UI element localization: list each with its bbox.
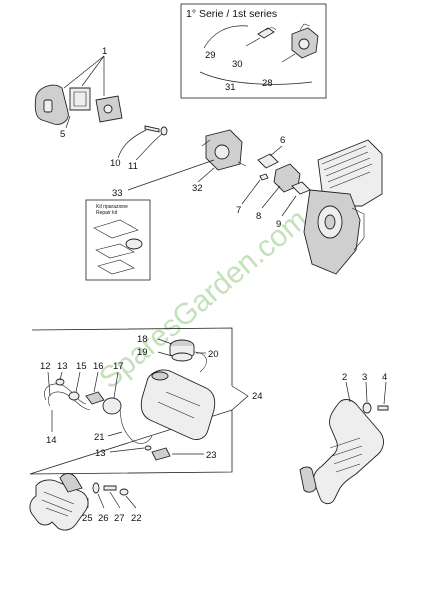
callout-12: 12 xyxy=(40,361,51,372)
part-6-gasket xyxy=(257,153,279,169)
callout-20: 20 xyxy=(208,349,219,360)
callout-31: 31 xyxy=(225,82,236,93)
callout-24: 24 xyxy=(252,391,263,402)
callout-21: 21 xyxy=(94,432,105,443)
part-23-fuel-filter xyxy=(151,447,171,461)
part-21-fuel-line xyxy=(119,403,153,444)
part-4-screw xyxy=(377,405,389,411)
part-16-primer-housing xyxy=(85,391,105,405)
callout-9: 9 xyxy=(276,219,281,230)
carburetor-group: 32 xyxy=(127,129,247,194)
callout-27: 27 xyxy=(114,513,125,524)
part-17-primer-bulb xyxy=(102,397,122,415)
callout-23: 23 xyxy=(206,450,217,461)
engine-cylinder xyxy=(303,139,383,275)
callout-5: 5 xyxy=(60,129,65,140)
callout-16: 16 xyxy=(93,361,104,372)
first-series-box: 1° Serie / 1st series 29 30 28 31 xyxy=(180,3,327,99)
air-filter-group: 1 5 xyxy=(34,46,123,140)
kit-gasket-2 xyxy=(95,243,135,259)
callout-1: 1 xyxy=(102,46,107,57)
callout-22: 22 xyxy=(131,513,142,524)
part-28-carburetor-small xyxy=(291,23,319,59)
callout-29: 29 xyxy=(205,50,216,61)
repair-kit-frame xyxy=(85,199,151,281)
series-label: 1° Serie / 1st series xyxy=(186,8,277,20)
fuel-tank-group: 24 18 19 20 21 13 23 xyxy=(29,327,263,475)
callout-3: 3 xyxy=(362,372,367,383)
part-19-cap-seal xyxy=(171,352,193,362)
part-14-primer-hose-a xyxy=(44,383,87,405)
part-27-screw xyxy=(103,485,117,491)
callout-17: 17 xyxy=(113,361,124,372)
callout-10: 10 xyxy=(110,158,121,169)
bolt-group: 10 11 xyxy=(110,125,168,172)
part-10-bolt xyxy=(144,125,160,133)
fuel-tank-body xyxy=(140,369,216,441)
callout-26: 26 xyxy=(98,513,109,524)
callout-6: 6 xyxy=(280,135,285,146)
callout-33: 33 xyxy=(112,188,123,199)
part-3-washer xyxy=(362,402,372,414)
part-15-fitting xyxy=(68,391,80,401)
callout-28: 28 xyxy=(262,78,273,89)
callout-14: 14 xyxy=(46,435,57,446)
kit-gasket-1 xyxy=(93,219,139,239)
callout-15: 15 xyxy=(76,361,87,372)
part-2-support xyxy=(313,399,384,505)
first-series-frame xyxy=(180,3,327,99)
kit-diaphragm xyxy=(125,238,143,250)
callout-2: 2 xyxy=(342,372,347,383)
repair-kit-group: 33 Kit riparazione Repair kit xyxy=(85,188,151,281)
callout-13a: 13 xyxy=(57,361,68,372)
callout-30: 30 xyxy=(232,59,243,70)
part-26-washer xyxy=(92,482,100,494)
part-22-nut xyxy=(119,488,129,496)
callout-8: 8 xyxy=(256,211,261,222)
support-bracket-left: 25 26 27 22 xyxy=(29,473,142,531)
fuel-tank-bracket-frame xyxy=(29,327,233,475)
callout-25: 25 xyxy=(82,513,93,524)
callout-4: 4 xyxy=(382,372,387,383)
part-7-screw xyxy=(259,173,269,181)
part-20-vent-tube xyxy=(193,351,207,373)
intake-group: 6 7 8 9 xyxy=(236,135,311,230)
part-30-spring-clip xyxy=(257,27,277,39)
air-filter-element xyxy=(69,87,91,111)
part-11-washer xyxy=(160,126,168,136)
repair-kit-title-en: Repair kit xyxy=(96,210,118,216)
callout-7: 7 xyxy=(236,205,241,216)
repair-kit-title-it: Kit riparazione xyxy=(96,204,128,210)
callout-18: 18 xyxy=(137,334,148,345)
callout-19: 19 xyxy=(137,347,148,358)
callout-13b: 13 xyxy=(95,448,106,459)
callout-11: 11 xyxy=(128,161,138,172)
support-bracket-right: 2 3 4 xyxy=(299,372,389,505)
watermark-text: SparesGarden.com xyxy=(93,203,313,395)
kit-gasket-3 xyxy=(97,259,135,275)
callout-32: 32 xyxy=(192,183,203,194)
